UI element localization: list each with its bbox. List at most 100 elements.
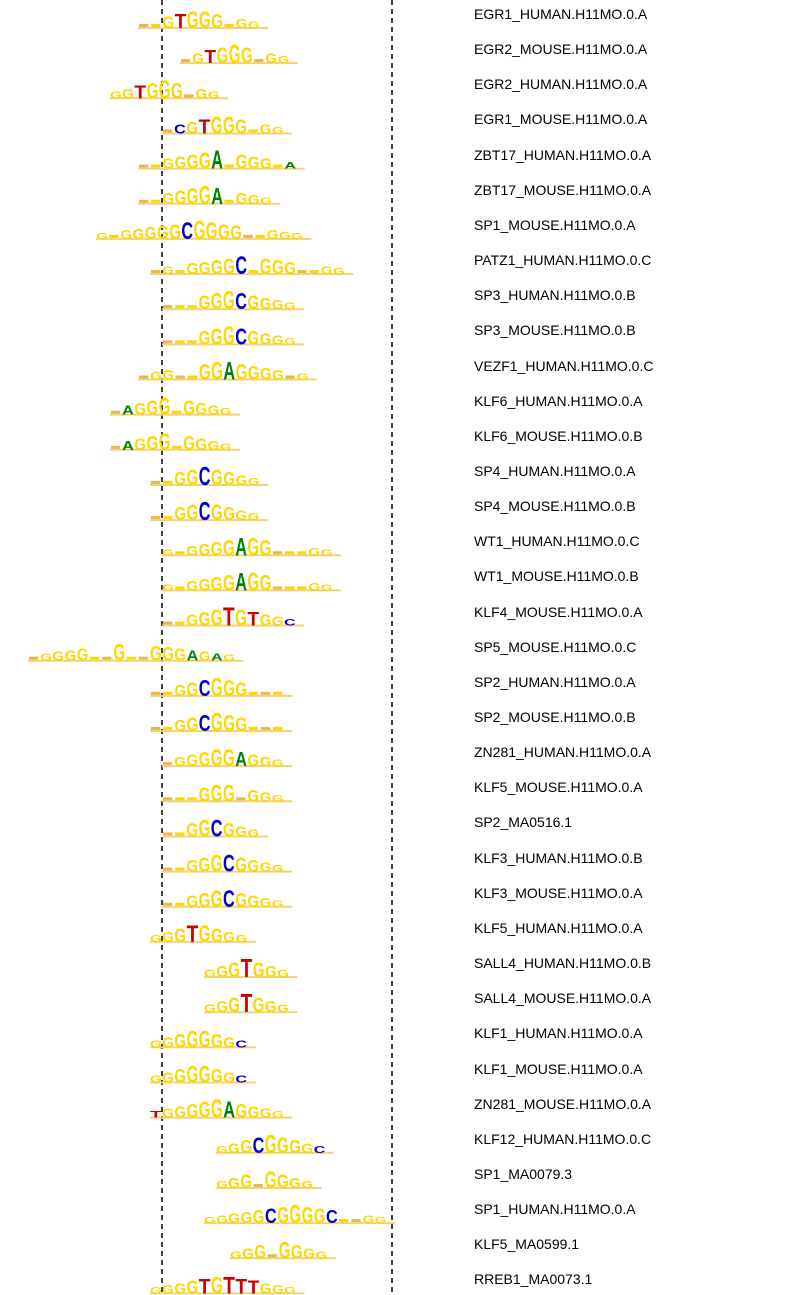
logo-letter: G bbox=[260, 196, 272, 206]
logo-letter: G bbox=[162, 265, 174, 277]
logo-letter: A bbox=[235, 534, 247, 561]
logo-letter: G bbox=[52, 650, 64, 664]
logo-letter: A bbox=[235, 748, 247, 771]
logo-letter: G bbox=[199, 1062, 211, 1089]
logo-low-column bbox=[175, 832, 185, 836]
logo-letter: G bbox=[260, 1280, 272, 1295]
logo-letter: G bbox=[265, 964, 277, 981]
logo-letter: G bbox=[162, 367, 174, 383]
logo-low-column bbox=[109, 234, 119, 238]
logo-letter: G bbox=[211, 323, 223, 349]
logo-letter: G bbox=[272, 257, 284, 279]
logo-low-column bbox=[151, 199, 161, 203]
logo-letter: G bbox=[230, 223, 242, 244]
logo-letter: G bbox=[162, 13, 174, 32]
motif-label: KLF4_MOUSE.H11MO.0.A bbox=[474, 603, 643, 620]
logo-letter: G bbox=[260, 121, 272, 136]
logo-low-column bbox=[175, 551, 185, 555]
logo-letter: G bbox=[230, 1250, 242, 1261]
logo-letter: G bbox=[247, 569, 259, 596]
logo-low-column bbox=[187, 375, 197, 379]
logo-letter: G bbox=[216, 999, 228, 1016]
logo-low-column bbox=[175, 621, 185, 625]
logo-letter: G bbox=[272, 615, 284, 629]
logo-letter: G bbox=[220, 442, 232, 453]
logo-letter: G bbox=[223, 745, 235, 772]
logo-low-column bbox=[255, 234, 265, 238]
logo-letter: G bbox=[235, 934, 247, 945]
logo-letter: G bbox=[272, 125, 284, 136]
logo-letter: G bbox=[211, 1031, 223, 1052]
logo-letter: G bbox=[248, 20, 260, 31]
motif-label: KLF12_HUMAN.H11MO.0.C bbox=[474, 1130, 652, 1147]
logo-letter: G bbox=[260, 365, 272, 384]
motif-label: WT1_MOUSE.H11MO.0.B bbox=[474, 568, 639, 585]
logo-letter: G bbox=[247, 828, 259, 839]
logo-letter: G bbox=[272, 864, 284, 875]
logo-letter: G bbox=[174, 469, 186, 489]
logo-letter: C bbox=[314, 1145, 326, 1156]
logo-low-column bbox=[248, 727, 258, 730]
logo-low-column bbox=[175, 375, 185, 379]
logo-low-column bbox=[285, 586, 295, 590]
logo-letter: G bbox=[208, 438, 220, 453]
logo-letter: G bbox=[150, 1075, 162, 1086]
logo-low-column bbox=[151, 480, 161, 484]
logo-letter: G bbox=[260, 895, 272, 910]
logo-letter: G bbox=[175, 188, 187, 209]
logo-letter: C bbox=[174, 121, 186, 136]
logo-letter: G bbox=[162, 157, 174, 173]
logo-low-column bbox=[273, 727, 283, 730]
logo-letter: G bbox=[220, 407, 232, 418]
logo-letter: G bbox=[260, 254, 272, 279]
logo-letter: G bbox=[211, 257, 223, 279]
logo-letter: A bbox=[223, 359, 235, 386]
logo-letter: G bbox=[228, 994, 240, 1017]
logo-letter: G bbox=[211, 1094, 223, 1124]
motif-label: VEZF1_HUMAN.H11MO.0.C bbox=[474, 357, 654, 374]
logo-letter: G bbox=[284, 336, 296, 346]
logo-low-column bbox=[187, 797, 197, 801]
logo-letter: G bbox=[183, 432, 195, 455]
logo-letter: G bbox=[147, 397, 159, 420]
logo-letter: G bbox=[284, 258, 296, 278]
logo-letter: G bbox=[150, 1285, 162, 1295]
logo-low-column bbox=[267, 1254, 277, 1258]
logo-letter: G bbox=[199, 610, 211, 631]
motif-label: RREB1_MA0073.1 bbox=[474, 1271, 593, 1288]
logo-letter: G bbox=[211, 672, 223, 702]
logo-letter: G bbox=[254, 1242, 266, 1263]
logo-letter: G bbox=[223, 320, 235, 350]
motif-label: SP1_MOUSE.H11MO.0.A bbox=[474, 216, 636, 233]
logo-letter: A bbox=[223, 1097, 235, 1123]
logo-letter: G bbox=[235, 889, 247, 912]
logo-letter: A bbox=[211, 183, 223, 209]
logo-letter: G bbox=[272, 899, 284, 910]
logo-low-column bbox=[29, 656, 39, 660]
logo-letter: G bbox=[228, 1140, 240, 1156]
logo-letter: G bbox=[247, 293, 259, 314]
logo-letter: G bbox=[162, 1035, 174, 1051]
logo-letter: G bbox=[208, 403, 220, 418]
logo-letter: C bbox=[199, 461, 211, 491]
logo-low-column bbox=[175, 270, 185, 274]
logo-letter: C bbox=[235, 323, 247, 349]
logo-letter: C bbox=[284, 618, 296, 628]
logo-letter: G bbox=[333, 266, 345, 276]
logo-low-column bbox=[260, 727, 270, 730]
logo-letter: G bbox=[134, 400, 146, 419]
logo-letter: G bbox=[162, 582, 174, 592]
logo-letter: G bbox=[159, 429, 171, 456]
logo-letter: G bbox=[211, 605, 223, 631]
logo-letter: G bbox=[247, 534, 259, 561]
motif-label: EGR2_HUMAN.H11MO.0.A bbox=[474, 76, 648, 93]
logo-letter: G bbox=[363, 1214, 375, 1226]
logo-letter: G bbox=[272, 758, 284, 769]
logo-low-column bbox=[163, 797, 173, 801]
